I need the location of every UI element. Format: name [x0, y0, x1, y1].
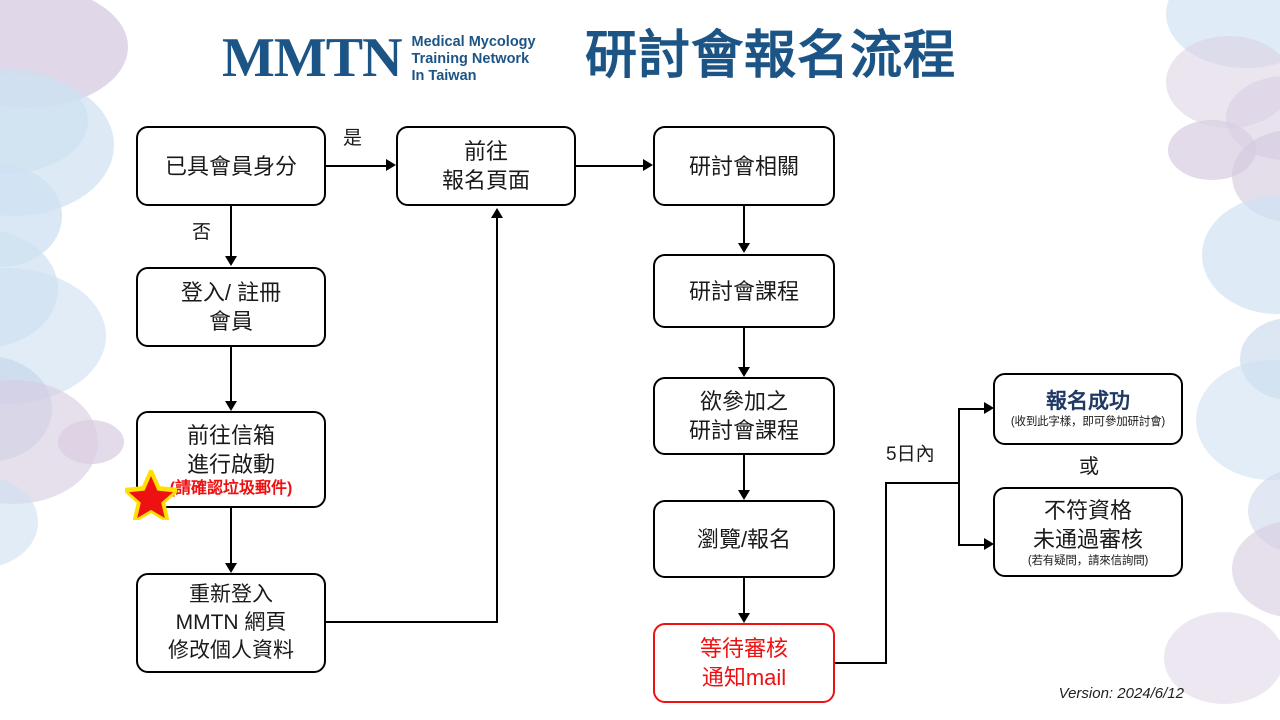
node-browse-signup[interactable]: 瀏覽/報名	[653, 500, 835, 578]
arrowhead-right	[984, 538, 994, 550]
node-await-review[interactable]: 等待審核 通知mail	[653, 623, 835, 703]
node-line: 修改個人資料	[168, 639, 294, 662]
node-signup-rejected[interactable]: 不符資格 未通過審核 (若有疑問，請來信詢問)	[993, 487, 1183, 577]
bg-blob	[1196, 360, 1280, 480]
bg-blob	[1166, 36, 1280, 128]
edge-await-out-v	[885, 482, 888, 664]
edge-signup-to-seminar	[576, 165, 643, 168]
bg-blob	[0, 380, 98, 504]
arrowhead-up	[490, 208, 503, 218]
edge-await-out-h	[835, 662, 887, 665]
arrowhead-right	[386, 159, 396, 171]
edge-activate-to-relogin	[230, 508, 233, 563]
edge-desired-to-browse	[743, 455, 746, 490]
node-line: 研討會課程	[688, 418, 799, 443]
node-line: 重新登入	[189, 583, 273, 606]
node-line: 未通過審核	[1032, 527, 1143, 552]
logo-tagline-line-1: Medical Mycology	[411, 34, 536, 50]
arrowhead-down	[737, 613, 750, 623]
arrowhead-right	[643, 159, 653, 171]
node-line: 欲參加之	[699, 389, 788, 414]
arrowhead-down	[737, 490, 750, 500]
arrowhead-down	[224, 256, 237, 266]
red-star-icon	[125, 470, 177, 520]
edge-courses-to-desired	[743, 328, 746, 367]
edge-relogin-to-signup-h	[326, 621, 498, 624]
bg-blob	[0, 165, 62, 267]
node-line: 前往信箱	[186, 422, 275, 448]
node-seminar-info[interactable]: 研討會相關	[653, 126, 835, 206]
node-member-status[interactable]: 已具會員身分	[136, 126, 326, 206]
node-line: MMTN 網頁	[175, 611, 287, 634]
bg-blob	[0, 230, 58, 348]
logo-tagline: Medical Mycology Training Network In Tai…	[412, 31, 536, 85]
arrowhead-down	[737, 243, 750, 253]
edge-label-yes: 是	[343, 128, 363, 149]
bg-blob	[0, 0, 128, 108]
node-signup-page[interactable]: 前往 報名頁面	[396, 126, 576, 206]
arrowhead-down	[224, 563, 237, 573]
edge-register-to-activate	[230, 347, 233, 401]
node-note: (若有疑問，請來信詢問)	[1027, 555, 1149, 567]
edge-split-v	[958, 408, 961, 546]
edge-label-no: 否	[192, 222, 212, 243]
node-line: 已具會員身分	[164, 153, 297, 179]
node-line: 等待審核	[699, 636, 788, 661]
bg-blob	[1166, 0, 1280, 68]
bg-blob	[58, 420, 124, 464]
node-note: (收到此字樣，即可參加研討會)	[1010, 416, 1166, 428]
edge-relogin-to-signup-v	[496, 218, 499, 623]
bg-blob	[1232, 520, 1280, 618]
bg-blob	[0, 476, 38, 568]
node-warning-note: (請確認垃圾郵件)	[169, 479, 293, 497]
version-label: Version: 2024/6/12	[1058, 685, 1184, 702]
edge-seminar-to-courses	[743, 206, 746, 243]
node-signup-success[interactable]: 報名成功 (收到此字樣，即可參加研討會)	[993, 373, 1183, 445]
bg-blob	[0, 268, 106, 404]
arrowhead-down	[224, 401, 237, 411]
bg-blob	[1232, 130, 1280, 222]
node-line: 通知mail	[701, 665, 787, 690]
bg-blob	[1248, 468, 1280, 554]
bg-blob	[1168, 120, 1256, 180]
node-line: 不符資格	[1043, 498, 1132, 523]
bg-blob	[0, 356, 52, 462]
node-line: 研討會相關	[688, 153, 799, 179]
arrowhead-down	[737, 367, 750, 377]
bg-blob	[0, 74, 114, 216]
bg-blob	[1226, 76, 1280, 160]
bg-blob	[1240, 318, 1280, 400]
arrowhead-right	[984, 402, 994, 414]
or-label: 或	[1079, 456, 1099, 478]
page-title: 研討會報名流程	[585, 27, 957, 85]
edge-member-to-signup	[326, 165, 386, 168]
bg-blob	[0, 68, 88, 174]
node-relogin-profile[interactable]: 重新登入 MMTN 網頁 修改個人資料	[136, 573, 326, 673]
node-desired-courses[interactable]: 欲參加之 研討會課程	[653, 377, 835, 455]
mmtn-logo: MMTN Medical Mycology Training Network I…	[222, 30, 536, 86]
node-line: 報名頁面	[441, 168, 530, 193]
node-login-register[interactable]: 登入/ 註冊 會員	[136, 267, 326, 347]
node-line: 前往	[463, 139, 508, 164]
logo-tagline-line-3: In Taiwan	[411, 68, 477, 84]
edge-browse-to-await	[743, 578, 746, 613]
bg-blob	[1202, 196, 1280, 314]
node-line: 進行啟動	[186, 451, 275, 477]
node-line: 研討會課程	[688, 278, 799, 304]
node-seminar-courses[interactable]: 研討會課程	[653, 254, 835, 328]
edge-member-to-register	[230, 206, 233, 256]
edge-split-to-success	[958, 408, 984, 411]
node-line: 瀏覽/報名	[696, 526, 792, 552]
logo-tagline-line-2: Training Network	[411, 51, 530, 67]
edge-label-within-5-days: 5日內	[886, 444, 935, 465]
node-line: 會員	[208, 309, 253, 334]
edge-split-to-rejected	[958, 544, 984, 547]
edge-await-to-split-h	[885, 482, 960, 485]
logo-wordmark: MMTN	[222, 27, 403, 89]
node-line: 登入/ 註冊	[180, 280, 282, 305]
node-title: 報名成功	[1046, 390, 1130, 413]
